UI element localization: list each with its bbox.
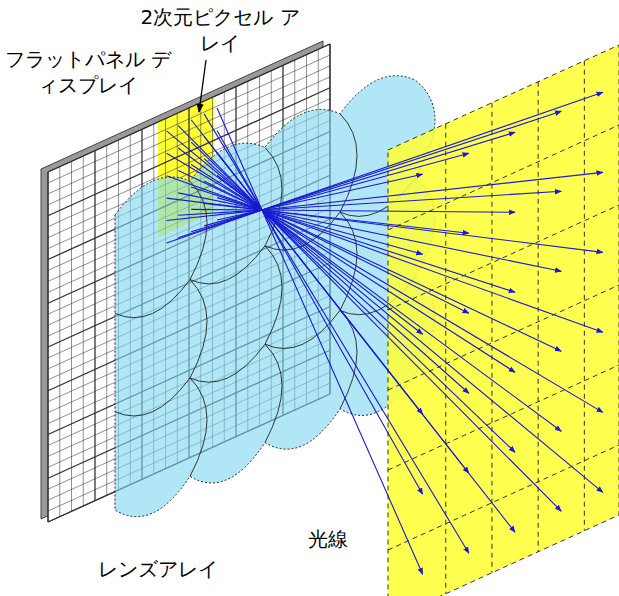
- leader-line: [199, 60, 206, 112]
- part-label: 光線: [243, 526, 413, 552]
- rays: [167, 92, 603, 574]
- lens-outline: [340, 310, 357, 408]
- lens-outline: [265, 310, 340, 348]
- light-ray: [167, 172, 603, 220]
- screen-grid-line: [388, 445, 619, 550]
- light-ray: [204, 159, 469, 394]
- light-ray: [167, 176, 603, 333]
- light-ray: [167, 131, 603, 492]
- lens-outline: [340, 114, 357, 212]
- light-ray: [204, 153, 469, 226]
- lens-outline: [190, 246, 265, 284]
- lens-outline: [190, 378, 207, 476]
- light-ray: [217, 130, 423, 494]
- light-ray: [178, 193, 561, 271]
- light-ray: [167, 198, 603, 252]
- part-label: フラットパネル ディスプレイ: [3, 46, 173, 98]
- light-ray: [191, 165, 515, 373]
- light-ray: [178, 148, 561, 431]
- light-ray: [191, 142, 515, 452]
- lens-body: [115, 76, 435, 517]
- light-ray: [191, 187, 515, 292]
- light-ray: [167, 153, 603, 412]
- part-label: レンズアレイ: [73, 556, 243, 582]
- light-ray: [191, 120, 515, 532]
- lens-outline: [115, 280, 190, 318]
- screen-plane: [388, 45, 619, 596]
- image-plane: [388, 45, 619, 596]
- lens-array: [115, 76, 435, 517]
- light-ray: [167, 92, 603, 243]
- screen-grid-line: [388, 125, 619, 230]
- screen-grid-line: [388, 365, 619, 470]
- lens-outline: [190, 344, 265, 382]
- screen-grid-line: [388, 285, 619, 390]
- lens-outline: [265, 246, 282, 344]
- lens-outline: [190, 280, 207, 378]
- lens-outline: [265, 344, 282, 442]
- lens-outline: [115, 378, 190, 416]
- screen-grid-line: [388, 205, 619, 310]
